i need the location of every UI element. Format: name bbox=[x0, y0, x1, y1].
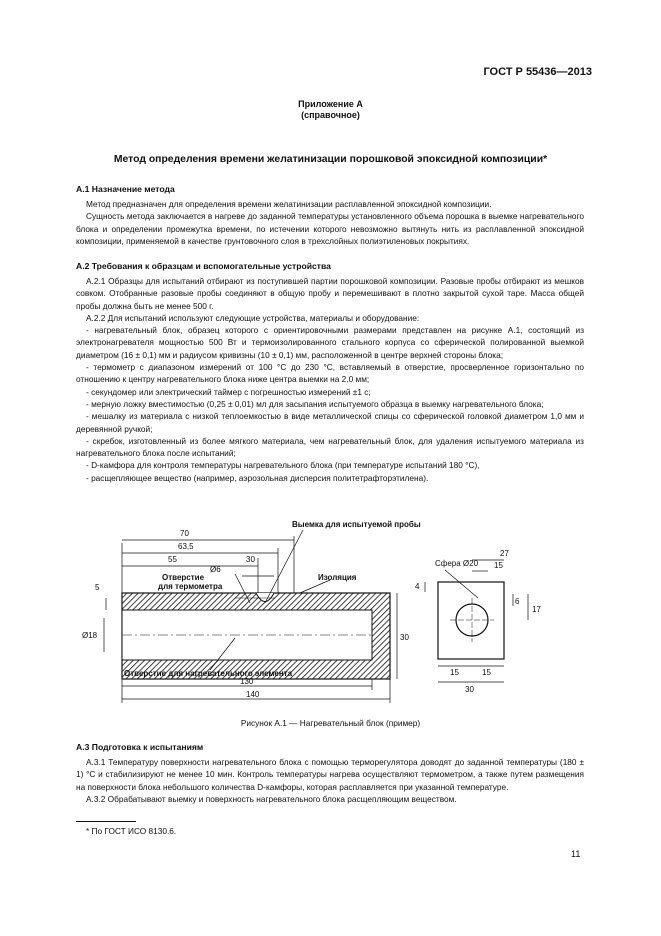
label-thermometer-hole-2: для термометра bbox=[158, 582, 223, 591]
dimension-4: 4 bbox=[415, 582, 420, 591]
block-side-view bbox=[121, 592, 391, 680]
page-number: 11 bbox=[571, 849, 581, 859]
page-title: Метод определения времени желатинизации … bbox=[113, 154, 548, 165]
label-sphere: Сфера Ø20 bbox=[435, 559, 479, 568]
dimension-15-right: 15 bbox=[482, 668, 491, 677]
dimension-63-5: 63,5 bbox=[178, 542, 194, 551]
list-item: - секундомер или электрический таймер с … bbox=[86, 386, 371, 397]
section-a1-body: Метод предназначен для определения време… bbox=[76, 198, 584, 247]
paragraph: А.3.1 Температуру поверхности нагревател… bbox=[76, 757, 584, 792]
dimension-140: 140 bbox=[246, 690, 260, 699]
dimension-27: 27 bbox=[500, 549, 509, 558]
dimension-d6: Ø6 bbox=[210, 565, 221, 574]
dimension-5: 5 bbox=[95, 583, 100, 592]
label-insulation: Изоляция bbox=[318, 573, 357, 582]
block-front-view bbox=[437, 581, 505, 660]
dimension-6: 6 bbox=[515, 597, 520, 606]
footnote: * По ГОСТ ИСО 8130.6. bbox=[86, 826, 177, 836]
drawing-labels: 70 63,5 55 30 Ø6 Выемка для испытуемой п… bbox=[82, 520, 541, 699]
list-item: - D-камфора для контроля температуры наг… bbox=[86, 460, 480, 471]
dimension-15-top: 15 bbox=[494, 561, 503, 570]
section-heading-a1: А.1 Назначение метода bbox=[76, 184, 175, 194]
section-a2-body: А.2.1 Образцы для испытаний отбирают из … bbox=[76, 275, 584, 484]
document-code: ГОСТ Р 55436—2013 bbox=[483, 66, 592, 78]
dimension-30-side: 30 bbox=[400, 633, 409, 642]
dimension-15-left: 15 bbox=[450, 668, 459, 677]
list-item: - скребок, изготовленный из более мягког… bbox=[76, 435, 584, 459]
list-item: - мешалку из материала с низкой теплоемк… bbox=[76, 411, 584, 434]
paragraph: Сущность метода заключается в нагреве до… bbox=[76, 211, 584, 246]
paragraph: А.2.1 Образцы для испытаний отбирают из … bbox=[76, 276, 584, 311]
dimension-70: 70 bbox=[180, 529, 189, 538]
dimension-17: 17 bbox=[532, 605, 541, 614]
dimension-130: 130 bbox=[240, 677, 254, 686]
heating-block-drawing: 70 63,5 55 30 Ø6 Выемка для испытуемой п… bbox=[82, 520, 541, 703]
dimension-lines-front bbox=[424, 559, 529, 683]
dimension-55: 55 bbox=[168, 555, 177, 564]
paragraph: Метод предназначен для определения време… bbox=[86, 199, 492, 209]
label-groove: Выемка для испытуемой пробы bbox=[292, 520, 421, 529]
dimension-d18: Ø18 bbox=[82, 631, 98, 640]
list-item: - нагревательный блок, образец которого … bbox=[76, 325, 584, 360]
section-heading-a2: А.2 Требования к образцам и вспомогатель… bbox=[76, 261, 331, 271]
paragraph: А.3.2 Обрабатывают выемку и поверхность … bbox=[86, 793, 457, 804]
section-a3-body: А.3.1 Температуру поверхности нагревател… bbox=[76, 756, 584, 805]
dimension-30-bottom: 30 bbox=[465, 685, 474, 694]
label-thermometer-hole-1: Отверстие bbox=[162, 573, 205, 582]
label-element-hole: Отверстие для нагревательного элемента bbox=[124, 669, 293, 678]
dimension-lines bbox=[103, 529, 398, 703]
section-heading-a3: А.3 Подготовка к испытаниям bbox=[76, 742, 204, 752]
appendix-note: (справочное) bbox=[301, 110, 360, 120]
dimension-30-top: 30 bbox=[246, 555, 255, 564]
paragraph: А.2.2 Для испытаний используют следующие… bbox=[86, 312, 420, 323]
figure-caption: Рисунок А.1 — Нагревательный блок (приме… bbox=[240, 718, 421, 728]
list-item: - термометр с диапазоном измерений от 10… bbox=[76, 362, 584, 385]
list-item: - расщепляющее вещество (например, аэроз… bbox=[86, 472, 429, 483]
footnote-divider bbox=[76, 821, 136, 822]
appendix-label: Приложение А bbox=[298, 99, 363, 109]
list-item: - мерную ложку вместимостью (0,25 ± 0,01… bbox=[86, 398, 544, 409]
